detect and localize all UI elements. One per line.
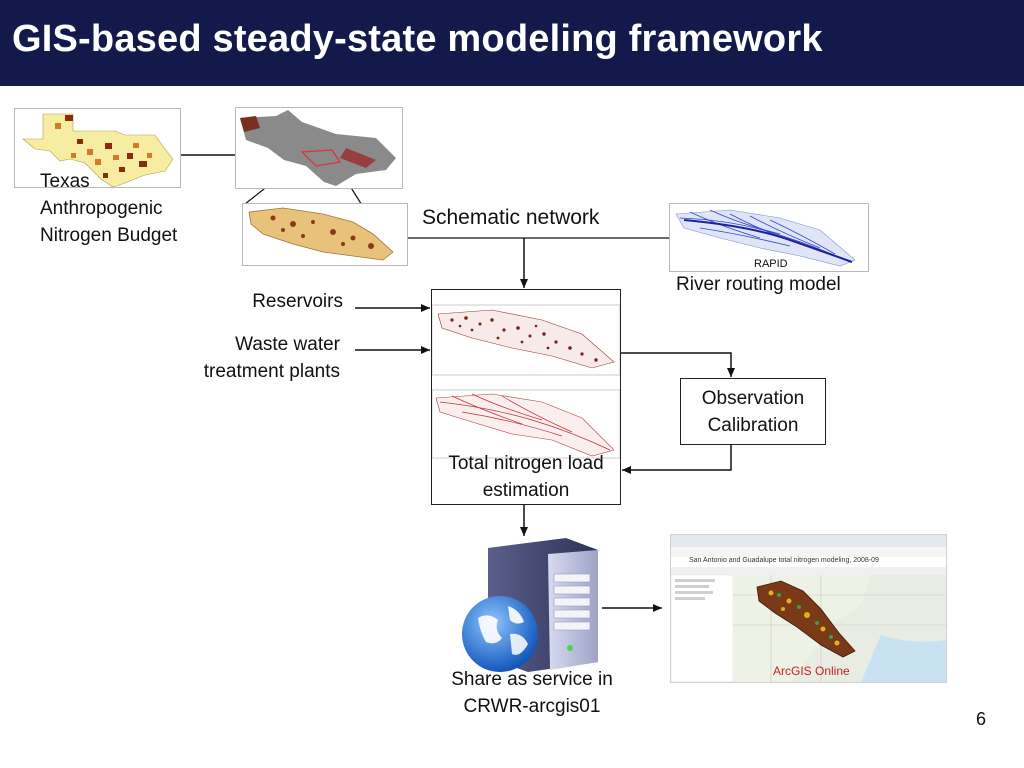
- arrow-to-observation: [620, 352, 735, 377]
- texas-budget-label: Texas Anthropogenic Nitrogen Budget: [40, 171, 178, 246]
- reservoirs-label: Reservoirs: [252, 291, 343, 312]
- rapid-network-map: RAPID: [669, 203, 869, 272]
- texas-grid-map: [235, 107, 403, 189]
- page-number: 6: [976, 709, 987, 729]
- server-globe-icon: [458, 534, 603, 676]
- rapid-label: RAPID: [754, 258, 788, 270]
- river-routing-label: River routing model: [676, 274, 841, 295]
- slide-title: GIS-based steady-state modeling framewor…: [12, 18, 823, 60]
- observation-label: Observation Calibration: [701, 388, 805, 436]
- total-nitrogen-label: Total nitrogen load estimation: [448, 453, 604, 501]
- arrow-from-observation: [622, 445, 732, 474]
- texas-nitrogen-map: [14, 108, 181, 188]
- title-bar: GIS-based steady-state modeling framewor…: [0, 0, 1024, 86]
- arcgis-map-title: San Antonio and Guadalupe total nitrogen…: [689, 557, 879, 564]
- schematic-network-label: Schematic network: [422, 206, 600, 229]
- share-service-label: Share as service in CRWR-arcgis01: [451, 669, 613, 717]
- observation-calibration-box: Observation Calibration: [680, 378, 826, 445]
- wwtp-label: Waste water treatment plants: [203, 334, 340, 382]
- arcgis-online-label: ArcGIS Online: [773, 664, 850, 678]
- nitrogen-model-box: Total nitrogen load estimation: [431, 289, 621, 505]
- watershed-nitrogen-map: [242, 203, 408, 266]
- arcgis-online-screenshot: San Antonio and Guadalupe total nitrogen…: [670, 534, 947, 683]
